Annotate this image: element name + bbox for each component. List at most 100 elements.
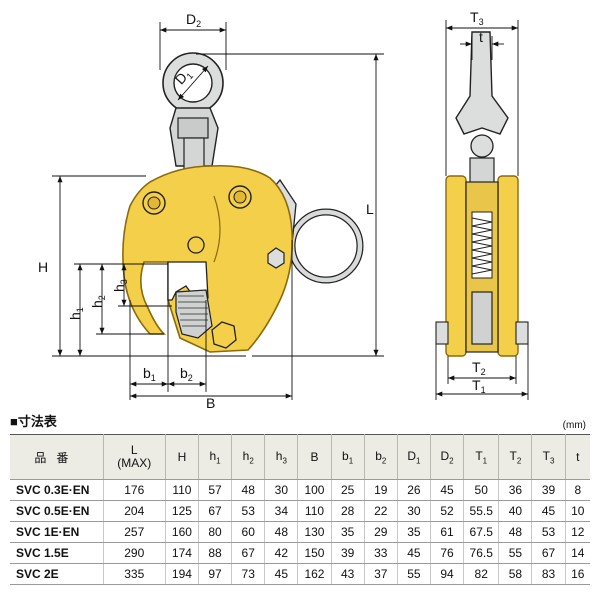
svg-text:T2: T2 xyxy=(472,359,486,377)
model-cell: SVC 2E xyxy=(10,563,104,585)
front-view-clamp xyxy=(122,52,364,353)
label-D2: D xyxy=(186,11,196,27)
label-T3: T xyxy=(470,9,479,25)
value-cell: 53 xyxy=(531,521,566,543)
table-header-cell: b2 xyxy=(364,434,398,480)
model-cell: SVC 0.5E·EN xyxy=(10,500,104,522)
side-view-clamp xyxy=(435,31,529,357)
value-cell: 36 xyxy=(498,479,533,501)
label-b1: b xyxy=(143,365,151,381)
value-cell: 12 xyxy=(565,521,590,543)
table-header-cell: B xyxy=(297,434,332,480)
svg-text:D2: D2 xyxy=(186,11,201,29)
svg-text:t: t xyxy=(479,29,483,45)
value-cell: 30 xyxy=(264,479,299,501)
label-h1: h xyxy=(67,312,83,320)
lock-hex-nut xyxy=(267,247,285,269)
value-cell: 174 xyxy=(165,542,199,564)
side-view-labels: T3 t T2 T1 xyxy=(470,9,486,395)
side-view-dimensions xyxy=(435,20,529,400)
value-cell: 52 xyxy=(430,500,465,522)
value-cell: 67 xyxy=(198,500,233,522)
svg-text:T1: T1 xyxy=(472,377,486,395)
side-plate-right xyxy=(497,175,519,357)
table-header-cell: T1 xyxy=(463,434,500,480)
svg-text:b1: b1 xyxy=(143,365,156,383)
value-cell: 88 xyxy=(198,542,233,564)
value-cell: 83 xyxy=(531,563,566,585)
value-cell: 97 xyxy=(198,563,233,585)
value-cell: 22 xyxy=(364,500,398,522)
svg-text:h2: h2 xyxy=(89,295,107,308)
value-cell: 45 xyxy=(531,500,566,522)
value-cell: 57 xyxy=(198,479,233,501)
swivel-neck xyxy=(183,137,205,171)
value-cell: 257 xyxy=(103,521,166,543)
value-cell: 45 xyxy=(264,563,299,585)
value-cell: 58 xyxy=(498,563,533,585)
center-pin xyxy=(187,236,205,254)
svg-text:h3: h3 xyxy=(111,279,129,292)
value-cell: 130 xyxy=(297,521,332,543)
table-header-cell: t xyxy=(565,434,590,480)
value-cell: 94 xyxy=(430,563,465,585)
value-cell: 16 xyxy=(565,563,590,585)
model-cell: SVC 1.5E xyxy=(10,542,104,564)
label-L: L xyxy=(366,201,374,217)
value-cell: 67 xyxy=(531,542,566,564)
value-cell: 73 xyxy=(231,563,266,585)
value-cell: 67.5 xyxy=(463,521,500,543)
dimension-drawing: D2 D1 L H h1 h2 h3 b1 b2 B xyxy=(38,9,529,410)
value-cell: 45 xyxy=(397,542,431,564)
front-view-dimensions xyxy=(52,22,384,400)
value-cell: 61 xyxy=(430,521,465,543)
value-cell: 29 xyxy=(364,521,398,543)
value-cell: 80 xyxy=(198,521,233,543)
side-swivel-pin xyxy=(470,134,494,158)
value-cell: 35 xyxy=(331,521,365,543)
cam-hex-bolt xyxy=(211,321,237,349)
svg-text:B: B xyxy=(206,395,215,410)
table-header-cell: L(MAX) xyxy=(103,434,166,480)
value-cell: 26 xyxy=(397,479,431,501)
table-header-cell: D2 xyxy=(430,434,465,480)
side-plate-left xyxy=(445,175,467,357)
value-cell: 19 xyxy=(364,479,398,501)
unit-label: (mm) xyxy=(562,420,586,431)
value-cell: 30 xyxy=(397,500,431,522)
side-bolt-left xyxy=(435,321,449,345)
value-cell: 125 xyxy=(165,500,199,522)
label-H: H xyxy=(38,259,48,275)
value-cell: 55 xyxy=(498,542,533,564)
value-cell: 60 xyxy=(231,521,266,543)
value-cell: 55.5 xyxy=(463,500,500,522)
value-cell: 48 xyxy=(498,521,533,543)
svg-text:L: L xyxy=(366,201,374,217)
table-header-cell: h3 xyxy=(264,434,299,480)
side-swivel-neck xyxy=(469,157,495,185)
value-cell: 25 xyxy=(331,479,365,501)
value-cell: 53 xyxy=(231,500,266,522)
side-shackle xyxy=(455,31,509,135)
swivel-collar xyxy=(177,117,209,139)
value-cell: 194 xyxy=(165,563,199,585)
value-cell: 34 xyxy=(264,500,299,522)
value-cell: 43 xyxy=(331,563,365,585)
svg-text:b2: b2 xyxy=(180,365,193,383)
label-B: B xyxy=(206,395,215,410)
value-cell: 110 xyxy=(297,500,332,522)
svg-text:T3: T3 xyxy=(470,9,484,27)
value-cell: 37 xyxy=(364,563,398,585)
value-cell: 176 xyxy=(103,479,166,501)
value-cell: 39 xyxy=(531,479,566,501)
svg-text:h1: h1 xyxy=(67,307,85,320)
value-cell: 35 xyxy=(397,521,431,543)
value-cell: 39 xyxy=(331,542,365,564)
model-cell: SVC 0.3E·EN xyxy=(10,479,104,501)
side-cam xyxy=(471,291,493,345)
